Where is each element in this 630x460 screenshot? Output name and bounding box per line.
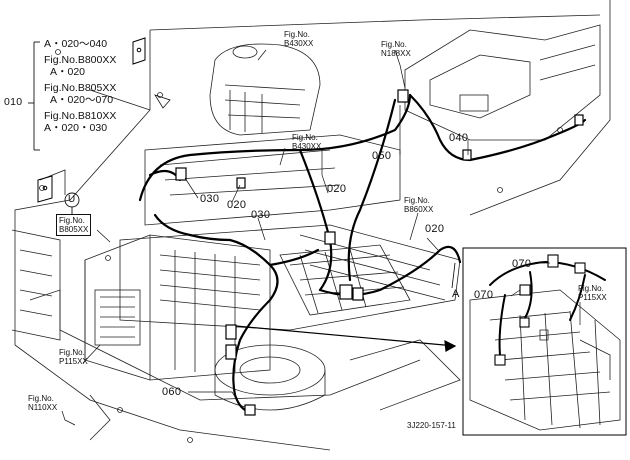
fig-ref-title: Fig.No. bbox=[28, 394, 54, 403]
fig-ref-title: Fig.No. bbox=[578, 284, 604, 293]
fig-ref-title: Fig.No. bbox=[404, 196, 430, 205]
part-number-040[interactable]: 040 bbox=[449, 132, 469, 144]
part-number-020[interactable]: 020 bbox=[425, 223, 445, 235]
fig-ref-b430-top[interactable]: Fig.No. B430XX bbox=[284, 30, 313, 48]
fig-ref-title: Fig.No. bbox=[284, 30, 310, 39]
fig-ref-title: Fig.No. bbox=[59, 216, 85, 225]
fig-ref-title: Fig.No. bbox=[381, 40, 407, 49]
legend-line: A・020・030 bbox=[44, 122, 108, 134]
part-number-050[interactable]: 050 bbox=[372, 150, 392, 162]
fig-ref-p115-main[interactable]: Fig.No. P115XX bbox=[59, 348, 88, 366]
fig-ref-b805[interactable]: Fig.No. B805XX bbox=[56, 214, 92, 236]
legend-line: Fig.No.B805XX bbox=[44, 82, 117, 94]
fig-ref-title: Fig.No. bbox=[292, 133, 318, 142]
legend-line: Fig.No.B810XX bbox=[44, 110, 117, 122]
view-marker-u: U bbox=[68, 194, 76, 205]
legend-line: A・020～040 bbox=[44, 38, 108, 50]
part-number-020[interactable]: 020 bbox=[227, 199, 247, 211]
legend-line: Fig.No.B800XX bbox=[44, 54, 117, 66]
part-number-030[interactable]: 030 bbox=[200, 193, 220, 205]
part-number-030[interactable]: 030 bbox=[251, 209, 271, 221]
drawing-code: 3J220-157-11 bbox=[407, 421, 456, 430]
part-number-020[interactable]: 020 bbox=[327, 183, 347, 195]
legend-line: A・020～070 bbox=[50, 94, 114, 106]
fig-ref-b860[interactable]: Fig.No. B860XX bbox=[404, 196, 433, 214]
part-number-060[interactable]: 060 bbox=[162, 386, 182, 398]
fig-ref-n110[interactable]: Fig.No. N110XX bbox=[28, 394, 57, 412]
fig-ref-code: N188XX bbox=[381, 49, 411, 58]
fig-ref-code: B430XX bbox=[292, 142, 322, 151]
applicability-legend: A・020～040 Fig.No.B800XX A・020 Fig.No.B80… bbox=[44, 38, 116, 134]
fig-ref-p115-inset[interactable]: Fig.No. P115XX bbox=[578, 284, 607, 302]
fig-ref-code: P115XX bbox=[59, 357, 88, 366]
fig-ref-code: P115XX bbox=[578, 293, 607, 302]
fig-ref-code: B430XX bbox=[284, 39, 314, 48]
fig-ref-title: Fig.No. bbox=[59, 348, 85, 357]
legend-line: A・020 bbox=[50, 66, 86, 78]
fig-ref-code: B860XX bbox=[404, 205, 434, 214]
fig-ref-n188[interactable]: Fig.No. N188XX bbox=[381, 40, 411, 58]
fig-ref-code: B805XX bbox=[59, 225, 89, 234]
part-number-070[interactable]: 070 bbox=[474, 289, 494, 301]
part-number-070[interactable]: 070 bbox=[512, 258, 532, 270]
legend-ref-number: 010 bbox=[4, 96, 23, 108]
view-marker-a: A bbox=[452, 288, 460, 300]
fig-ref-b430-mid[interactable]: Fig.No. B430XX bbox=[292, 133, 321, 151]
fig-ref-code: N110XX bbox=[28, 403, 58, 412]
